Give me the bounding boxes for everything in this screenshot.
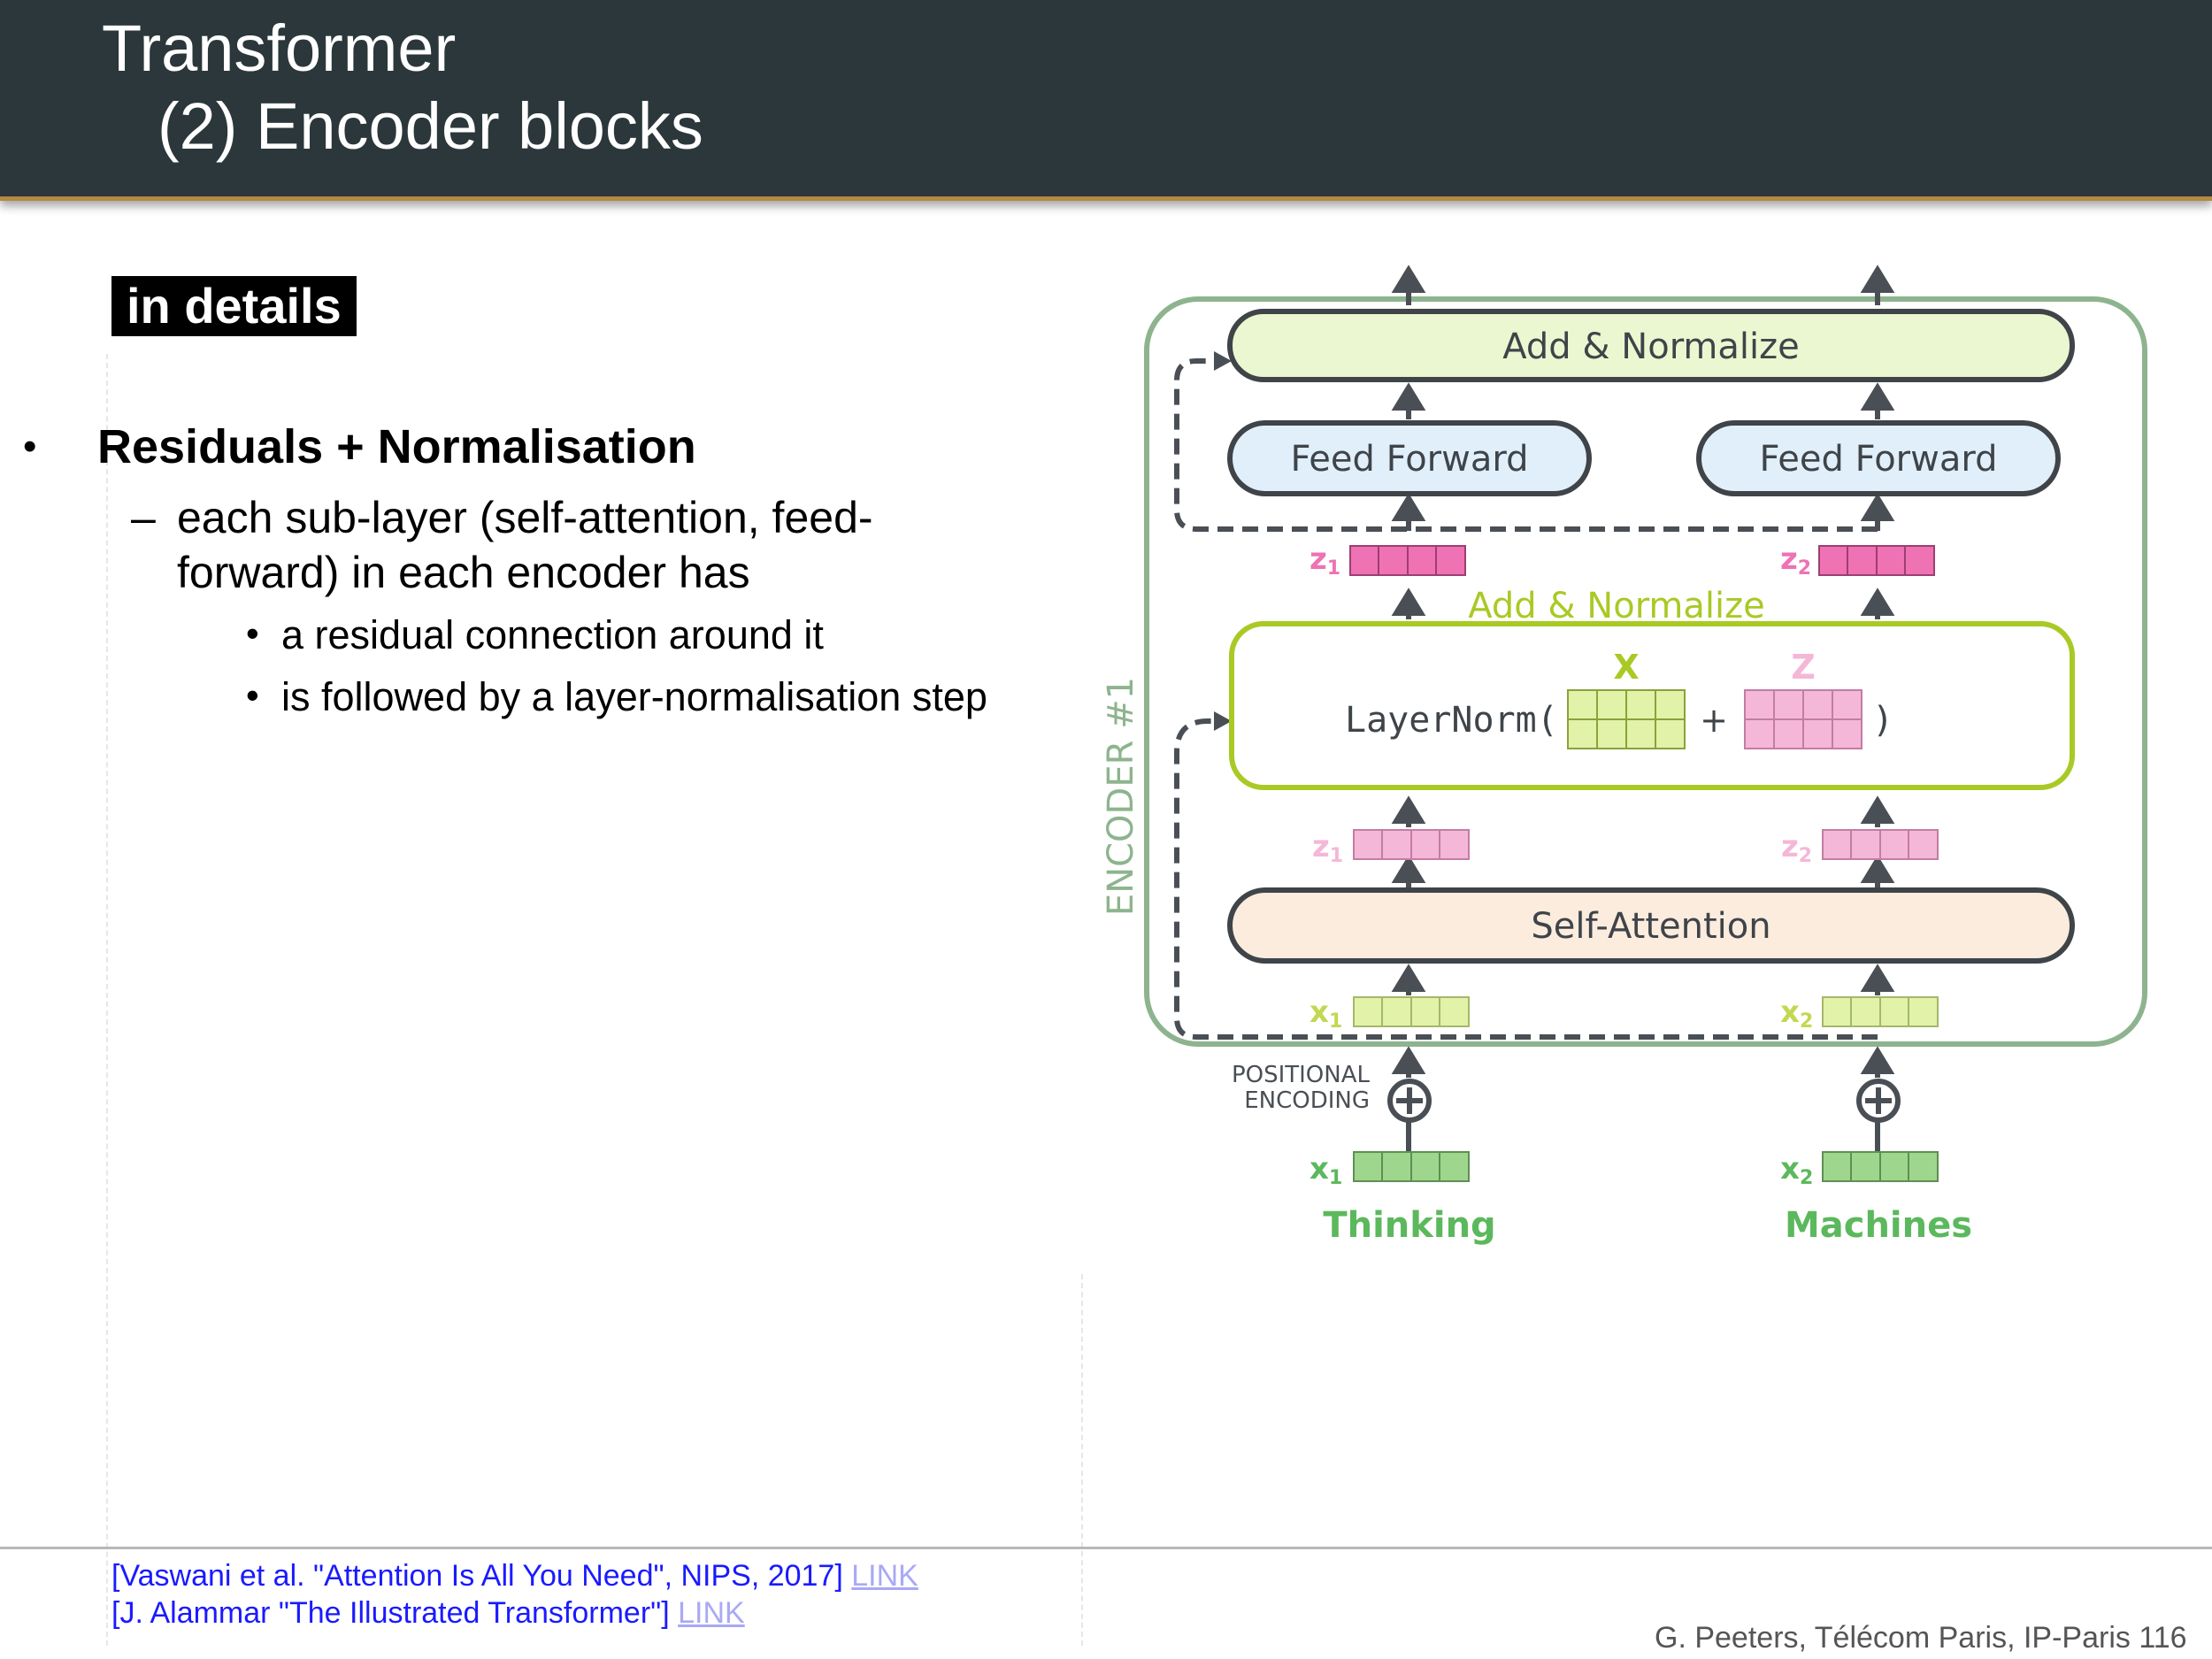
add-normalize-mid-label: Add & Normalize [1468,586,1765,626]
x1-green-vector: x1 [1310,1151,1470,1189]
residual-arrowhead-1 [1214,711,1232,731]
sub-bullet-dash: – [131,493,156,542]
x2-green-vector: x2 [1780,1151,1939,1189]
x2-light-vector: x2 [1780,995,1939,1033]
close-paren: ) [1872,700,1893,741]
residual-arrowhead-2 [1214,351,1232,371]
z2-bright-vector: z2 [1780,541,1935,580]
sub-bullet-line-1: each sub-layer (self-attention, feed- [177,493,873,542]
svg-text:x1: x1 [1310,1151,1342,1189]
reference-2-text: [J. Alammar "The Illustrated Transformer… [111,1596,670,1630]
arrows [1391,265,1895,1159]
item-dot-2: • [246,674,259,716]
positional-label-1: POSITIONAL [1232,1062,1371,1088]
z-matrix-label: Z [1791,648,1816,687]
layernorm-label: LayerNorm( [1345,700,1558,741]
z1-bright-vector: z1 [1310,541,1466,580]
encoder-label: ENCODER #1 [1101,677,1141,916]
svg-text:x2: x2 [1780,995,1813,1033]
add-normalize-top-box [1227,309,2075,382]
self-attention-box [1227,887,2075,964]
svg-text:z1: z1 [1312,829,1343,867]
z2-light-vector: z2 [1781,829,1939,867]
z-matrix [1744,689,1863,749]
plus-sign: + [1700,701,1728,740]
self-attention-label: Self-Attention [1531,906,1770,947]
encoder-frame [1144,296,2147,1047]
item-layernorm: is followed by a layer-normalisation ste… [281,674,987,719]
feed-forward-box-2 [1696,420,2061,496]
item-residual: a residual connection around it [281,612,824,657]
bullet-main: Residuals + Normalisation [97,420,696,473]
reference-1-link[interactable]: LINK [851,1559,918,1593]
x-matrix [1567,689,1686,749]
word-thinking: Thinking [1323,1205,1495,1246]
add-circle-icon-1 [1387,1079,1432,1123]
add-circle-icon-2 [1856,1079,1901,1123]
svg-text:x1: x1 [1310,995,1342,1033]
reference-2-link[interactable]: LINK [678,1596,745,1630]
svg-text:z1: z1 [1310,541,1340,580]
guide-line-left [106,354,108,1646]
guide-line-mid [1081,1274,1083,1646]
x-matrix-label: X [1613,648,1639,687]
reference-1: [Vaswani et al. "Attention Is All You Ne… [111,1559,918,1594]
slide-credit: G. Peeters, Télécom Paris, IP-Paris 116 [1655,1621,2187,1655]
feed-forward-label-2: Feed Forward [1759,439,1997,480]
footer-divider [0,1547,2212,1549]
item-dot-1: • [246,612,259,654]
feed-forward-label-1: Feed Forward [1290,439,1528,480]
reference-2: [J. Alammar "The Illustrated Transformer… [111,1596,745,1631]
slide-title: Transformer [102,12,457,85]
slide-header: Transformer (2) Encoder blocks [0,0,2212,201]
in-details-badge: in details [111,276,357,336]
add-normalize-top-label: Add & Normalize [1502,326,1800,367]
word-machines: Machines [1785,1205,1972,1246]
svg-text:z2: z2 [1780,541,1811,580]
sub-bullet-text: each sub-layer (self-attention, feed- fo… [177,490,873,600]
svg-text:x2: x2 [1780,1151,1813,1189]
bullet-dot: • [23,425,37,468]
positional-label-2: ENCODING [1244,1087,1370,1114]
sub-bullet-line-2: forward) in each encoder has [177,548,750,597]
slide-subtitle: (2) Encoder blocks [157,89,703,163]
reference-1-text: [Vaswani et al. "Attention Is All You Ne… [111,1559,843,1593]
z1-light-vector: z1 [1312,829,1470,867]
feed-forward-box-1 [1227,420,1592,496]
x1-light-vector: x1 [1310,995,1470,1033]
residual-paths [1174,358,1878,1040]
svg-text:z2: z2 [1781,829,1812,867]
